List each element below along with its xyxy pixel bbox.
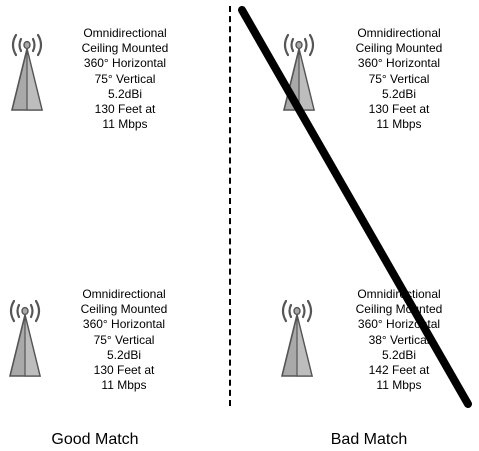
spec-line: Omnidirectional	[357, 287, 441, 301]
spec-line: 5.2dBi	[381, 347, 417, 362]
spec-line: 5.2dBi	[107, 86, 143, 101]
spec-line: 75° Vertical	[368, 71, 430, 86]
spec-line: 360° Horizontal	[357, 317, 441, 332]
spec-line: Ceiling Mounted	[80, 302, 168, 317]
spec-line: 360° Horizontal	[82, 317, 166, 332]
caption-good-match: Good Match	[51, 431, 139, 448]
caption-bad-match: Bad Match	[330, 431, 408, 448]
antenna-tower-icon	[8, 299, 42, 377]
spec-line: 75° Vertical	[94, 71, 156, 86]
spec-line: 11 Mbps	[376, 378, 422, 393]
spec-line: 5.2dBi	[381, 86, 417, 101]
spec-line: Ceiling Mounted	[81, 41, 169, 56]
spec-line: Ceiling Mounted	[355, 302, 443, 317]
spec-line: 142 Feet at	[368, 363, 430, 378]
spec-line: 130 Feet at	[93, 363, 155, 378]
center-divider	[229, 6, 231, 406]
spec-line: Omnidirectional	[82, 287, 166, 301]
spec-line: 5.2dBi	[106, 347, 142, 362]
spec-line: 11 Mbps	[102, 117, 148, 132]
antenna-tower-icon	[282, 33, 316, 111]
spec-line: Ceiling Mounted	[355, 41, 443, 56]
spec-line: Omnidirectional	[83, 26, 167, 40]
spec-line: 38° Vertical	[368, 332, 430, 347]
spec-line: 360° Horizontal	[83, 56, 167, 71]
spec-line: 11 Mbps	[376, 117, 422, 132]
spec-line: 11 Mbps	[101, 378, 147, 393]
antenna-tower-icon	[280, 299, 314, 377]
antenna-tower-icon	[10, 33, 44, 111]
spec-line: 130 Feet at	[94, 102, 156, 117]
spec-line: 360° Horizontal	[357, 56, 441, 71]
spec-line: Omnidirectional	[357, 26, 441, 40]
spec-line: 75° Vertical	[93, 332, 155, 347]
spec-line: 130 Feet at	[368, 102, 430, 117]
